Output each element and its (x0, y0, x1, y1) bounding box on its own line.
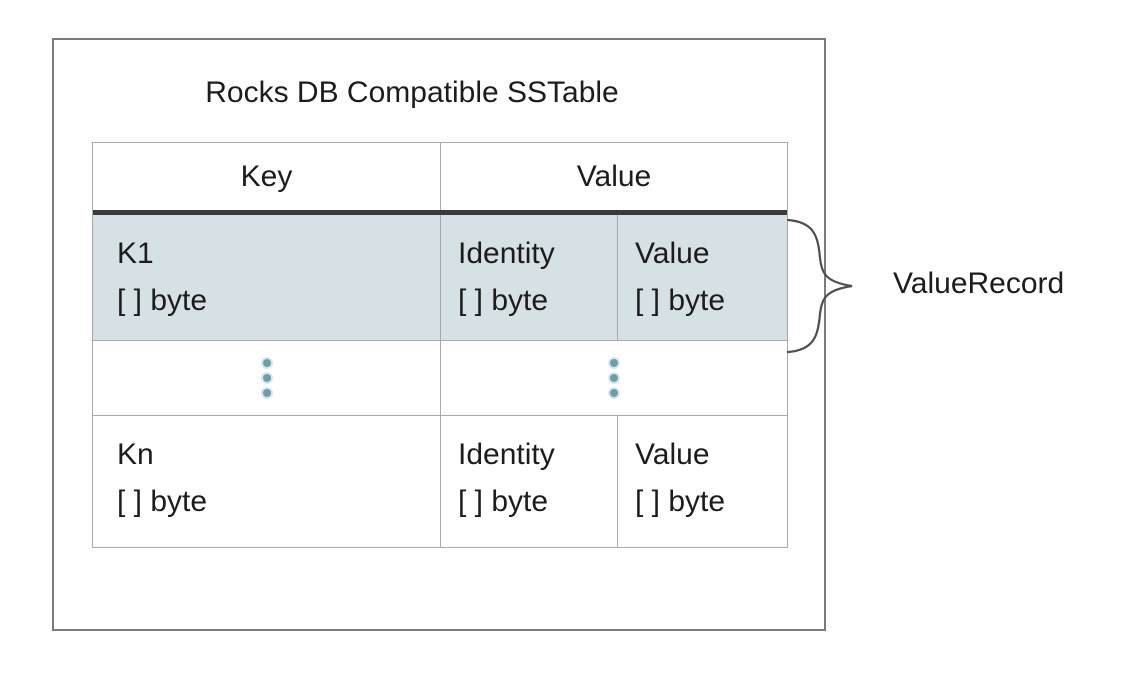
vertical-ellipsis-icon (441, 341, 787, 415)
cell-kn-identity: Identity [ ] byte (441, 416, 618, 547)
cell-kn-identity-type: [ ] byte (458, 485, 549, 518)
cell-k1-key-name: K1 (117, 237, 154, 270)
ellipsis-dot (262, 359, 271, 367)
ellipsis-dot (610, 359, 618, 367)
cell-kn-key-type: [ ] byte (117, 485, 208, 518)
cell-ellipsis-key (93, 341, 441, 415)
cell-k1-identity-name: Identity (458, 237, 555, 270)
cell-kn-key-name: Kn (117, 438, 154, 471)
table-row-k1: K1 [ ] byte Identity [ ] byte Value [ ] … (93, 215, 787, 341)
cell-kn-key: Kn [ ] byte (93, 416, 441, 547)
ellipsis-dot (262, 389, 271, 397)
column-header-key: Key (93, 143, 441, 210)
table-row-kn: Kn [ ] byte Identity [ ] byte Value [ ] … (93, 416, 787, 547)
cell-ellipsis-value (441, 341, 787, 415)
cell-k1-key: K1 [ ] byte (93, 215, 441, 340)
cell-k1-value: Value [ ] byte (618, 215, 787, 340)
ellipsis-dot (610, 374, 618, 382)
cell-kn-value-name: Value (635, 438, 710, 471)
diagram-title: Rocks DB Compatible SSTable (205, 76, 619, 109)
vertical-ellipsis-icon (93, 341, 440, 415)
ellipsis-dot (262, 374, 271, 382)
brace-icon (786, 218, 853, 354)
cell-kn-identity-name: Identity (458, 438, 555, 471)
column-header-value: Value (576, 159, 652, 193)
cell-k1-value-type: [ ] byte (635, 284, 726, 317)
table-row-ellipsis (93, 341, 787, 416)
cell-k1-key-type: [ ] byte (117, 284, 208, 317)
ellipsis-dot (610, 389, 618, 397)
valuerecord-label: ValueRecord (893, 267, 1065, 300)
cell-k1-identity-type: [ ] byte (458, 284, 549, 317)
table-header-row: Key Value (93, 143, 787, 215)
cell-kn-value-type: [ ] byte (635, 485, 726, 518)
cell-k1-identity: Identity [ ] byte (441, 215, 618, 340)
sstable-table: Key Value K1 [ ] byte Identity [ ] byte … (92, 142, 788, 548)
cell-k1-value-name: Value (635, 237, 710, 270)
cell-kn-value: Value [ ] byte (618, 416, 787, 547)
